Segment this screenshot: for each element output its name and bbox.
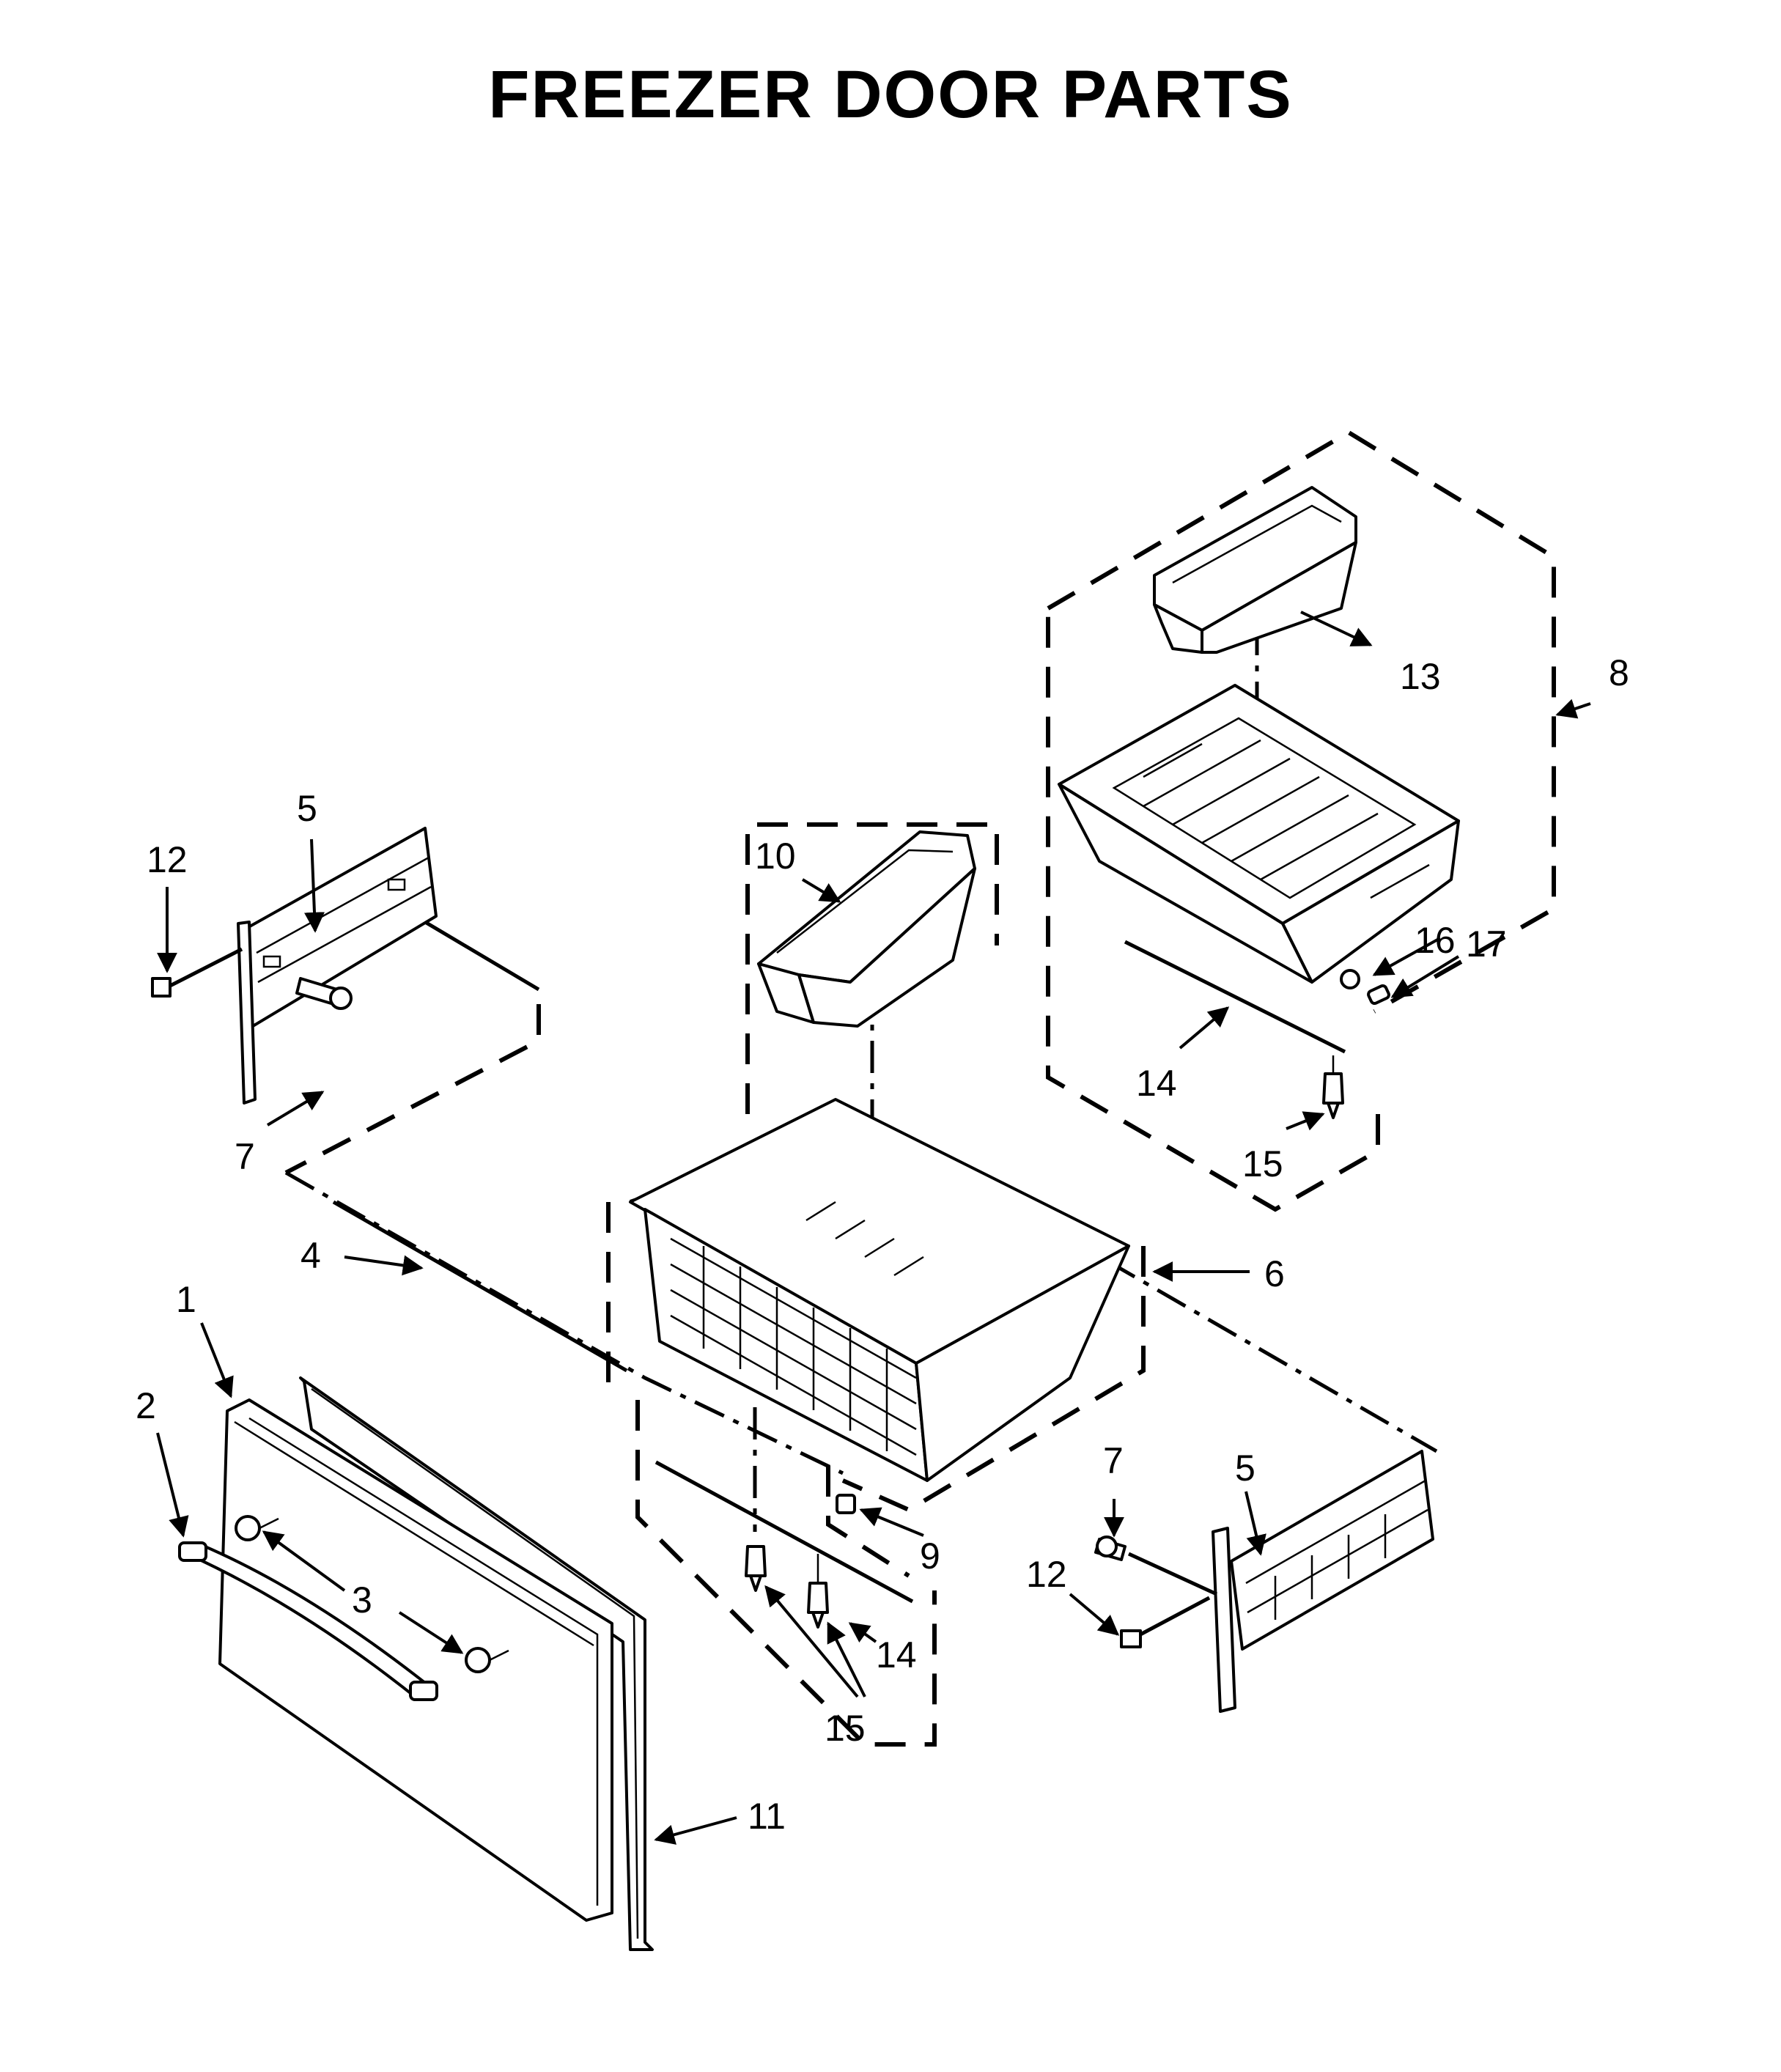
leader-8 <box>1555 698 1591 719</box>
part-17-pin <box>1367 984 1390 1006</box>
part-5-left-rail <box>237 827 438 1105</box>
callout-15b: 15 <box>825 1708 866 1749</box>
part-12-right-link <box>1139 1596 1211 1637</box>
callout-leaders <box>156 611 1591 1845</box>
callout-14b: 14 <box>876 1634 917 1675</box>
bin-10-outline <box>745 822 999 1114</box>
leader-17 <box>1390 955 1460 998</box>
callout-14a: 14 <box>1136 1063 1177 1104</box>
callout-16: 16 <box>1415 920 1456 961</box>
callout-11: 11 <box>748 1796 786 1837</box>
part-15-lower-screw-a <box>745 1545 767 1592</box>
callout-2: 2 <box>136 1385 156 1426</box>
leader-2 <box>156 1432 189 1538</box>
callout-8: 8 <box>1609 652 1629 693</box>
part-12-left-clip <box>151 977 172 998</box>
part-15-lower-screw-b <box>807 1554 829 1629</box>
page-title: FREEZER DOOR PARTS <box>488 57 1292 132</box>
leader-3a <box>262 1530 346 1592</box>
leader-3b <box>398 1611 464 1654</box>
leader-1 <box>200 1322 234 1398</box>
part-3-screw-lower <box>465 1647 509 1673</box>
part-4-rod <box>332 1200 628 1373</box>
part-8-upper-basket <box>1058 684 1460 984</box>
callout-6: 6 <box>1264 1253 1285 1294</box>
callout-7b: 7 <box>1103 1440 1124 1481</box>
leader-4 <box>344 1255 424 1276</box>
callout-12b: 12 <box>1026 1554 1067 1595</box>
part-12-right-clip <box>1120 1629 1142 1648</box>
callout-4: 4 <box>300 1235 321 1276</box>
leader-5a <box>304 838 325 933</box>
leader-14a <box>1179 1006 1230 1050</box>
rod-screws-outline <box>635 1400 937 1747</box>
part-10-bin <box>757 830 976 1028</box>
callout-17: 17 <box>1466 923 1507 965</box>
part-5-left-link <box>424 920 540 992</box>
left-rail-outline <box>284 1004 541 1175</box>
leader-14b <box>848 1622 877 1643</box>
part-12-left-link <box>169 947 243 988</box>
leader-16 <box>1372 937 1441 976</box>
part-3-screw-upper <box>235 1515 279 1541</box>
leader-9 <box>859 1507 924 1537</box>
part-5-right-rail <box>1212 1450 1434 1713</box>
callout-9: 9 <box>920 1535 940 1577</box>
part-13-shelf-bin <box>1153 486 1357 654</box>
callout-5b: 5 <box>1235 1448 1255 1489</box>
callout-10: 10 <box>755 836 796 877</box>
part-7-left-screw <box>295 977 353 1010</box>
alignment-line-right-rail <box>1105 1258 1438 1453</box>
part-11-gasket <box>299 1376 654 1951</box>
leader-15b-a <box>764 1585 859 1698</box>
leader-15b-b <box>827 1621 866 1697</box>
callout-1: 1 <box>176 1279 196 1320</box>
part-2-handle <box>178 1541 438 1701</box>
part-16-clip <box>1340 969 1360 989</box>
leader-5b <box>1245 1491 1266 1556</box>
part-15-upper-screw <box>1322 1055 1344 1119</box>
upper-basket-assembly-outline <box>1046 429 1556 1212</box>
callout-15a: 15 <box>1242 1143 1283 1184</box>
leader-11 <box>654 1816 737 1845</box>
leader-7a <box>266 1091 325 1127</box>
callout-3: 3 <box>352 1579 372 1621</box>
leader-12b <box>1069 1593 1120 1636</box>
part-9-outline <box>826 1466 910 1578</box>
leader-10 <box>801 878 841 903</box>
part-9-clip <box>836 1494 856 1514</box>
callout-5a: 5 <box>297 788 317 829</box>
part-7-right-link <box>1127 1552 1218 1596</box>
part-14-upper-rod <box>1124 940 1346 1054</box>
callout-7a: 7 <box>235 1136 255 1177</box>
part-14-lower-rod <box>654 1460 914 1604</box>
callout-12a: 12 <box>147 839 188 880</box>
alignment-line-left <box>284 1170 844 1475</box>
leader-15a <box>1286 1111 1325 1131</box>
part-7-right-screw <box>1094 1535 1127 1561</box>
callout-labels: 13 8 16 17 14 15 10 6 9 14 15 5 12 7 4 1… <box>136 652 1629 1837</box>
part-1-door-panel <box>218 1398 613 1922</box>
leader-13 <box>1300 611 1373 646</box>
part-6-lower-basket <box>629 1098 1130 1482</box>
callout-13: 13 <box>1400 656 1441 697</box>
